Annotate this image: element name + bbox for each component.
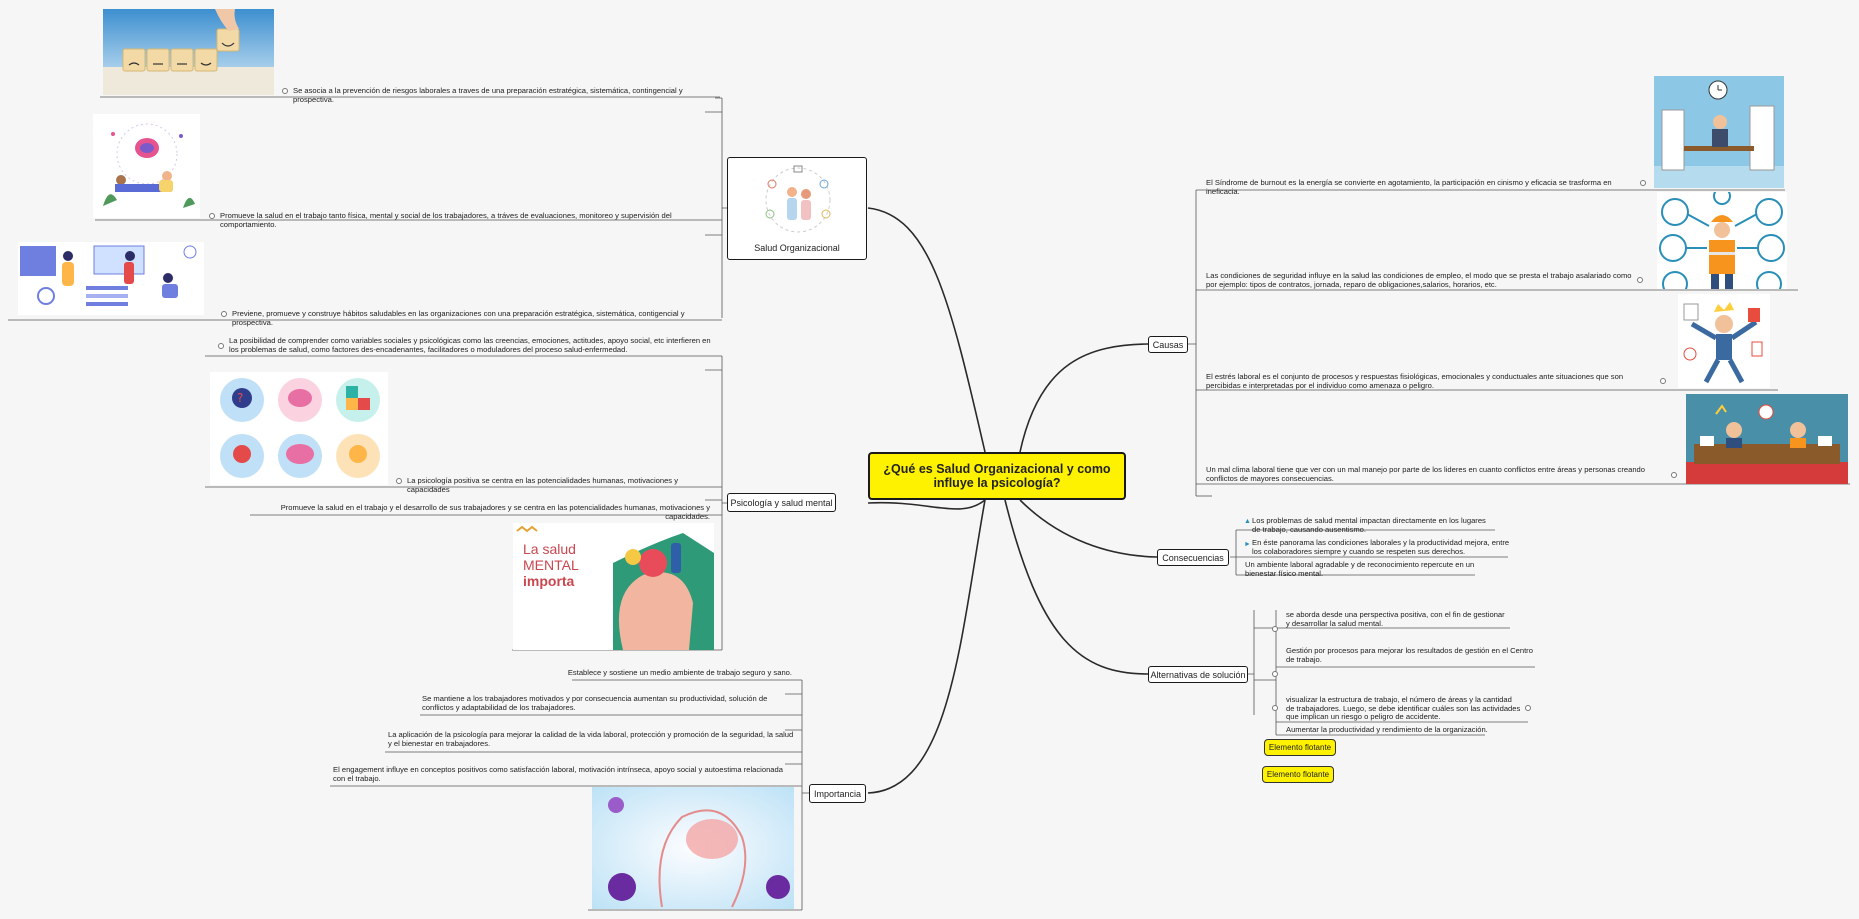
poster-line-1: La salud [523, 541, 576, 557]
faces-rating-image [103, 9, 274, 95]
floating-element-1[interactable]: Elemento flotante [1264, 739, 1336, 756]
salud-organizacional-label: Salud Organizacional [754, 243, 840, 253]
psicologia-node[interactable]: Psicología y salud mental [727, 493, 836, 512]
salud-leaf-3: Previene, promueve y construye hábitos s… [232, 309, 685, 327]
psicologia-leaf-1: La posibilidad de comprender como variab… [229, 336, 711, 354]
psicologia-leaf-1-dot[interactable] [218, 343, 224, 349]
meditation-image [93, 114, 200, 218]
salud-organizacional-image [765, 165, 831, 233]
salud-leaf-1-dot[interactable] [282, 88, 288, 94]
causas-leaf-1-dot[interactable] [1640, 180, 1646, 186]
psicologia-leaf-2-dot[interactable] [396, 478, 402, 484]
arrow-icon: ► [1244, 541, 1251, 548]
alternativas-leaf-1-dot[interactable] [1272, 626, 1278, 632]
salud-leaf-3-dot[interactable] [221, 311, 227, 317]
alternativas-leaf-3: visualizar la estructura de trabajo, el … [1286, 695, 1521, 722]
burnout-image [1654, 76, 1784, 188]
consecuencias-node[interactable]: Consecuencias [1157, 549, 1229, 566]
consecuencias-leaf-1: Los problemas de salud mental impactan d… [1252, 516, 1486, 534]
consecuencias-leaf-3: Un ambiente laboral agradable y de recon… [1245, 560, 1475, 578]
importancia-node[interactable]: Importancia [809, 784, 866, 803]
importancia-leaf-1: Establece y sostiene un medio ambiente d… [567, 668, 792, 677]
salud-leaf-1: Se asocia a la prevención de riesgos lab… [293, 86, 683, 104]
salud-leaf-2-dot[interactable] [209, 213, 215, 219]
consecuencias-leaf-2: En éste panorama las condiciones laboral… [1252, 538, 1510, 556]
psicologia-leaf-2: La psicología positiva se centra en las … [407, 476, 679, 494]
causas-leaf-4: Un mal clima laboral tiene que ver con u… [1206, 465, 1645, 483]
importancia-leaf-3: La aplicación de la psicología para mejo… [388, 730, 794, 748]
causas-leaf-3: El estrés laboral es el conjunto de proc… [1206, 372, 1624, 390]
central-topic[interactable]: ¿Qué es Salud Organizacional y como infl… [868, 452, 1126, 500]
salud-leaf-2: Promueve la salud en el trabajo tanto fí… [220, 211, 672, 229]
poster-line-2: MENTAL [523, 557, 579, 573]
stress-image [1678, 294, 1770, 388]
poster-line-3: importa [523, 573, 575, 589]
causas-node[interactable]: Causas [1148, 336, 1188, 353]
alternativas-node[interactable]: Alternativas de solución [1148, 666, 1248, 683]
importancia-leaf-4: El engagement influye en conceptos posit… [333, 765, 783, 783]
causas-leaf-2: Las condiciones de seguridad influye en … [1206, 271, 1632, 289]
causas-leaf-2-dot[interactable] [1637, 277, 1643, 283]
alternativas-leaf-4: Aumentar la productividad y rendimiento … [1286, 725, 1488, 734]
brain-head-image [592, 787, 794, 909]
causas-leaf-3-dot[interactable] [1660, 378, 1666, 384]
svg-text:?: ? [237, 391, 243, 405]
salud-mental-poster-image: La salud MENTAL importa [513, 523, 714, 650]
brain-puzzle-image: ? [210, 372, 388, 485]
causas-leaf-1: El Síndrome de burnout es la energía se … [1206, 178, 1612, 196]
pin-icon: ▲ [1244, 518, 1251, 525]
alternativas-leaf-1: se aborda desde una perspectiva positiva… [1286, 610, 1505, 628]
causas-leaf-4-dot[interactable] [1671, 472, 1677, 478]
bad-climate-image [1686, 394, 1848, 484]
floating-element-2[interactable]: Elemento flotante [1262, 766, 1334, 783]
importancia-leaf-2: Se mantiene a los trabajadores motivados… [422, 694, 768, 712]
alternativas-leaf-3-extra-dot[interactable] [1525, 705, 1531, 711]
alternativas-leaf-2-dot[interactable] [1272, 671, 1278, 677]
alternativas-leaf-2: Gestión por procesos para mejorar los re… [1286, 646, 1533, 664]
alternativas-leaf-3-dot[interactable] [1272, 705, 1278, 711]
safety-worker-image [1657, 192, 1787, 289]
salud-organizacional-node[interactable]: Salud Organizacional [727, 157, 867, 260]
mental-health-image [18, 242, 204, 315]
psicologia-leaf-3: Promueve la salud en el trabajo y el des… [280, 503, 710, 521]
